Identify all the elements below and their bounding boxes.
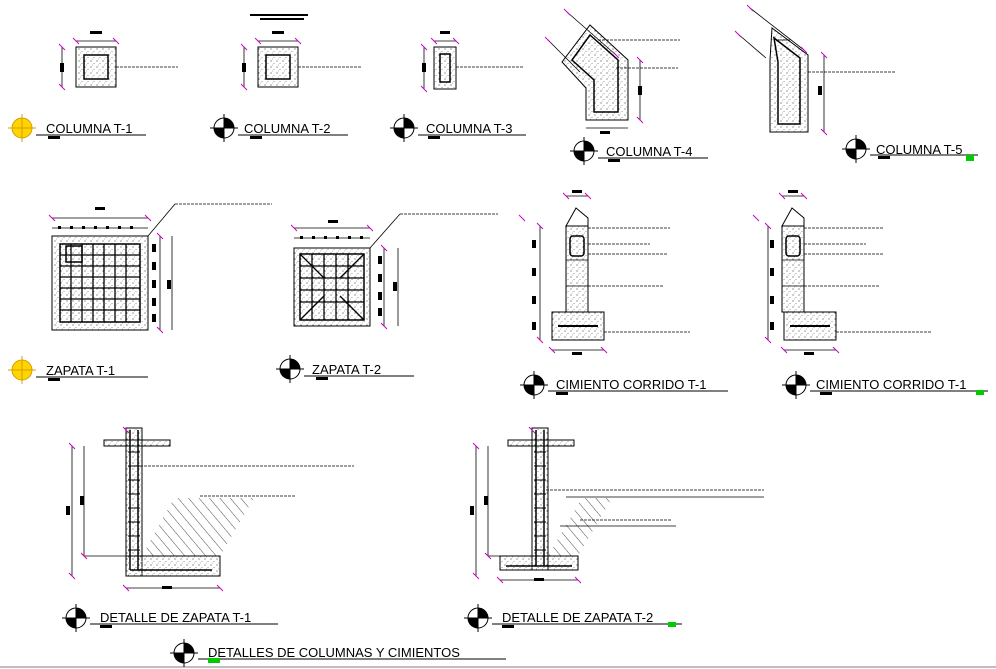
label-text: COLUMNA T-4 — [606, 144, 692, 159]
label-cim-a: CIMIENTO CORRIDO T-1 — [520, 371, 728, 399]
label-col-t1: COLUMNA T-1 — [8, 114, 146, 142]
footing-detail-t1-section — [66, 426, 354, 592]
page-title: DETALLES DE COLUMNAS Y CIMIENTOS — [208, 645, 460, 660]
label-det-z2: DETALLE DE ZAPATA T-2 — [464, 604, 682, 632]
sheet-title-block: DETALLES DE COLUMNAS Y CIMIENTOS — [170, 639, 506, 667]
label-col-t3: COLUMNA T-3 — [390, 114, 526, 142]
label-text: DETALLE DE ZAPATA T-1 — [100, 610, 251, 625]
column-t5-section — [734, 4, 896, 136]
footing-t1-plan — [48, 203, 272, 334]
label-cim-b: CIMIENTO CORRIDO T-1 — [782, 371, 988, 399]
section-symbol-icon — [8, 114, 36, 142]
section-symbol-icon — [782, 371, 810, 399]
label-text: COLUMNA T-2 — [244, 121, 330, 136]
label-zap-t1: ZAPATA T-1 — [8, 356, 148, 384]
column-t3-section — [420, 31, 524, 93]
section-symbol-icon — [170, 639, 198, 667]
section-symbol-icon — [8, 356, 36, 384]
label-text: COLUMNA T-1 — [46, 121, 132, 136]
footing-detail-t2-section — [470, 426, 764, 584]
footing-t2-plan — [290, 213, 498, 330]
label-text: ZAPATA T-2 — [312, 362, 381, 377]
label-text: COLUMNA T-3 — [426, 121, 512, 136]
section-symbol-icon — [62, 604, 90, 632]
label-zap-t2: ZAPATA T-2 — [276, 355, 414, 383]
section-symbol-icon — [520, 371, 548, 399]
section-symbol-icon — [276, 355, 304, 383]
column-t1-section — [58, 31, 178, 91]
section-symbol-icon — [390, 114, 418, 142]
label-text: COLUMNA T-5 — [876, 142, 962, 157]
section-symbol-icon — [570, 137, 598, 165]
label-text: CIMIENTO CORRIDO T-1 — [816, 377, 966, 392]
label-det-z1: DETALLE DE ZAPATA T-1 — [62, 604, 278, 632]
section-symbol-icon — [210, 114, 238, 142]
section-symbol-icon — [464, 604, 492, 632]
label-col-t4: COLUMNA T-4 — [570, 137, 708, 165]
label-text: ZAPATA T-1 — [46, 363, 115, 378]
strip-footing-a-section — [518, 190, 690, 355]
strip-footing-b-section — [752, 190, 932, 355]
label-col-t2: COLUMNA T-2 — [210, 114, 348, 142]
label-text: DETALLE DE ZAPATA T-2 — [502, 610, 653, 625]
section-symbol-icon — [842, 135, 870, 163]
label-col-t5: COLUMNA T-5 — [842, 135, 978, 163]
column-t2-section — [240, 14, 362, 91]
column-t4-section — [544, 8, 680, 134]
label-text: CIMIENTO CORRIDO T-1 — [556, 377, 706, 392]
